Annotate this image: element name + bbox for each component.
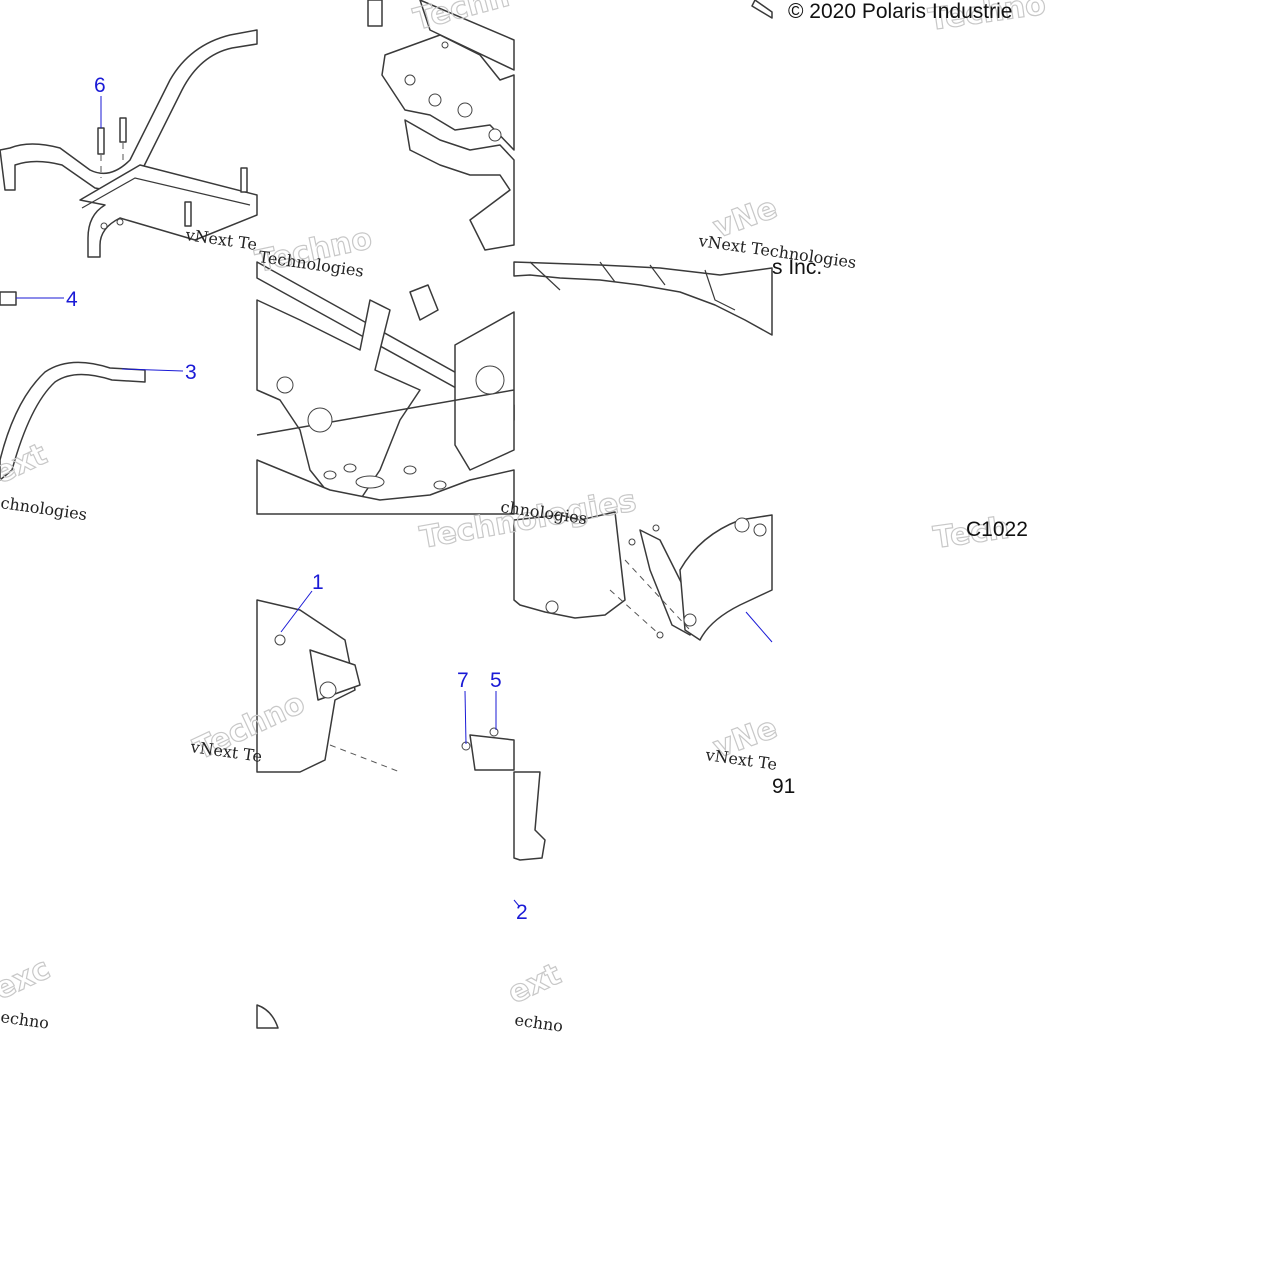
callout-6: 6: [94, 74, 106, 97]
text-watermarks: vNext Te vNext Technologies chnologies c…: [0, 225, 857, 1036]
copyright-text: © 2020 Polaris Industrie: [788, 0, 1012, 23]
front-frame-node: [256, 599, 515, 773]
rear-frame-top: [367, 0, 515, 251]
watermark: vNext Te: [703, 745, 778, 774]
watermark: echno: [0, 1007, 50, 1033]
callout-5: 5: [490, 669, 502, 692]
callout-7: 7: [457, 669, 469, 692]
watermark: vNext Te: [183, 225, 258, 254]
watermark: echno: [513, 1010, 564, 1036]
callout-2: 2: [516, 901, 528, 924]
figure-code-tail: 91: [772, 775, 795, 798]
callout-1: 1: [312, 571, 324, 594]
upper-tube-parts: [0, 291, 146, 481]
copyright-text-tail: s Inc.: [772, 256, 822, 279]
main-frame-center: [256, 261, 515, 515]
figure-code: C1022: [966, 518, 1028, 541]
callout-numbers: 6 4 3 1 7 5 2: [66, 74, 528, 924]
rear-arm-assembly: [513, 511, 773, 641]
callout-3: 3: [185, 361, 197, 384]
ghost-watermark: ext: [503, 957, 567, 1012]
rear-lower-rails: [513, 0, 773, 336]
rear-foot-bracket: [256, 771, 546, 1029]
callout-leaders: [16, 96, 773, 907]
callout-4: 4: [66, 288, 78, 311]
diagram-credits: © 2020 Polaris Industrie s Inc. C1022 91: [772, 0, 1028, 798]
watermark: chnologies: [0, 493, 88, 524]
front-bumper-assembly: [0, 29, 258, 258]
ghost-watermark: exc: [0, 951, 55, 1007]
